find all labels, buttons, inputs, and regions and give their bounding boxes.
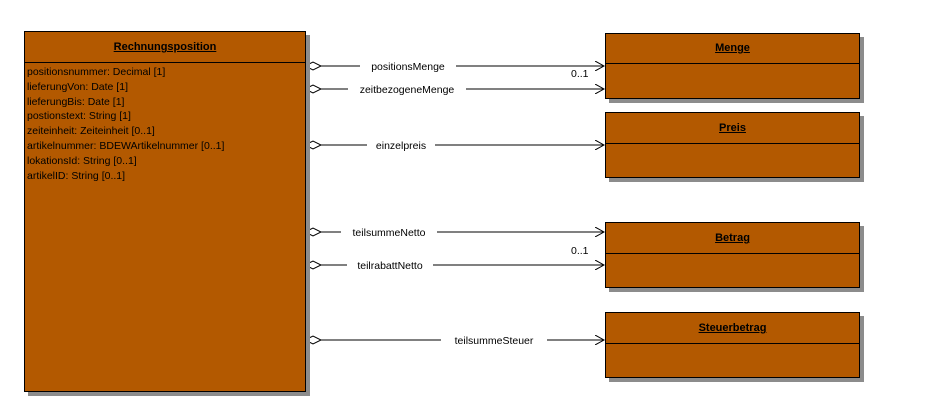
multiplicity-label: 0..1	[571, 245, 589, 257]
class-name: Steuerbetrag	[606, 313, 859, 344]
attribute: lokationsId: String [0..1]	[27, 154, 137, 167]
class-menge[interactable]: Menge	[605, 33, 860, 99]
class-preis[interactable]: Preis	[605, 112, 860, 178]
attribute: lieferungVon: Date [1]	[27, 80, 128, 93]
association-positionsmenge[interactable]: positionsMenge 0..1	[303, 58, 604, 80]
class-betrag[interactable]: Betrag	[605, 222, 860, 288]
attribute: positionsnummer: Decimal [1]	[27, 66, 166, 78]
attribute: lieferungBis: Date [1]	[27, 95, 125, 108]
association-label: zeitbezogeneMenge	[360, 84, 455, 96]
class-name: Preis	[606, 113, 859, 144]
class-name: Betrag	[606, 223, 859, 254]
attribute: zeiteinheit: Zeiteinheit [0..1]	[27, 125, 155, 138]
association-label: teilsummeNetto	[353, 227, 426, 239]
association-teilsummenetto[interactable]: teilsummeNetto 0..1	[303, 224, 604, 257]
association-teilrabattnetto[interactable]: teilrabattNetto	[303, 257, 604, 273]
attribute: artikelnummer: BDEWArtikelnummer [0..1]	[27, 139, 225, 152]
attribute-list: positionsnummer: Decimal [1] lieferungVo…	[25, 63, 305, 183]
association-zeitbezogenemenge[interactable]: zeitbezogeneMenge	[303, 81, 604, 97]
association-label: positionsMenge	[371, 61, 445, 73]
attribute: postionstext: String [1]	[27, 110, 131, 123]
association-einzelpreis[interactable]: einzelpreis	[303, 137, 604, 153]
association-label: teilsummeSteuer	[455, 335, 534, 347]
multiplicity-label: 0..1	[571, 68, 589, 80]
class-name: Rechnungsposition	[25, 32, 305, 63]
class-steuerbetrag[interactable]: Steuerbetrag	[605, 312, 860, 378]
association-teilsummesteuer[interactable]: teilsummeSteuer	[303, 332, 604, 348]
class-name: Menge	[606, 34, 859, 64]
association-label: teilrabattNetto	[357, 260, 423, 272]
class-rechnungsposition[interactable]: Rechnungsposition positionsnummer: Decim…	[24, 31, 306, 392]
attribute: artikelID: String [0..1]	[27, 169, 126, 182]
association-label: einzelpreis	[376, 140, 426, 152]
